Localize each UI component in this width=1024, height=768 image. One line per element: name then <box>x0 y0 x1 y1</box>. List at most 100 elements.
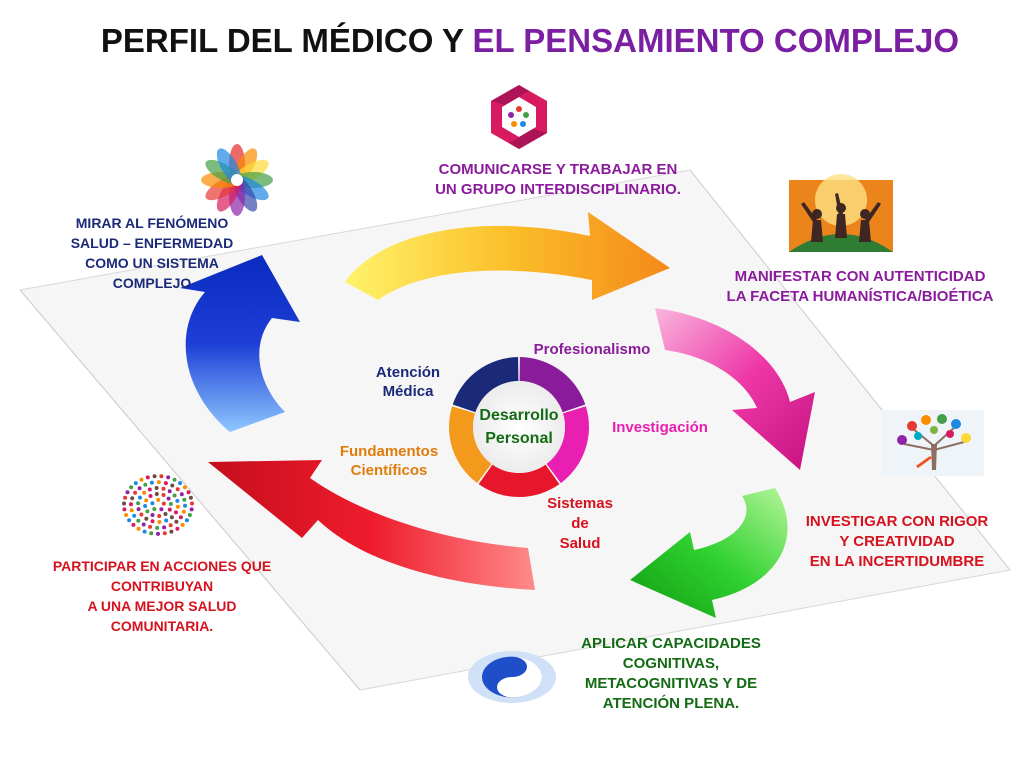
sphere-dot <box>161 501 166 506</box>
sphere-dot <box>152 507 157 511</box>
ring-segment <box>449 406 492 484</box>
development-ring <box>449 357 589 497</box>
sphere-dot <box>150 519 155 524</box>
sphere-dot <box>148 524 153 529</box>
sphere-dot <box>136 518 141 523</box>
sphere-dot <box>142 490 147 495</box>
sphere-dot <box>172 493 177 498</box>
sphere-dot <box>159 474 164 479</box>
idea-tree-icon <box>882 410 984 476</box>
sphere-dot <box>186 490 191 495</box>
sphere-dot <box>174 510 178 515</box>
sphere-dot <box>156 497 161 502</box>
sphere-dot <box>144 516 149 521</box>
sphere-dot <box>143 504 148 508</box>
sphere-dot <box>175 487 180 492</box>
sphere-dot <box>136 501 141 506</box>
sphere-dot <box>147 487 152 492</box>
orange-arrow <box>345 212 670 300</box>
sphere-dot <box>162 531 167 536</box>
yin-yang-icon <box>468 651 556 703</box>
sphere-dot <box>161 493 166 497</box>
ring-segment <box>478 464 560 497</box>
sphere-dot <box>125 490 130 495</box>
sphere-dot <box>167 489 172 494</box>
sphere-dot <box>138 495 142 500</box>
sphere-dot <box>169 529 174 534</box>
people-celebrating-image <box>789 174 893 252</box>
sphere-dot <box>166 496 171 501</box>
sphere-dot <box>159 507 164 512</box>
sphere-dot <box>166 475 171 480</box>
sphere-dot <box>175 498 180 503</box>
page-title: PERFIL DEL MÉDICO Y EL PENSAMIENTO COMPL… <box>0 22 1024 60</box>
sphere-dot <box>162 525 167 530</box>
sphere-dot <box>161 486 166 491</box>
sphere-dot <box>136 507 141 512</box>
sphere-dot <box>180 522 185 527</box>
sphere-dot <box>182 485 187 490</box>
sphere-dot <box>145 475 150 480</box>
sphere-dot <box>129 485 134 490</box>
sphere-dot <box>144 498 149 503</box>
ring-label-professionalism: Profesionalismo <box>533 341 651 358</box>
sphere-dot <box>182 497 187 502</box>
sphere-dot <box>150 501 155 506</box>
sphere-dot <box>131 522 136 527</box>
sphere-dot <box>130 496 135 501</box>
sphere-dot <box>137 486 142 491</box>
ring-segment <box>452 357 519 413</box>
sphere-dot <box>188 495 193 500</box>
sphere-dot <box>183 503 187 508</box>
sphere-dot <box>168 523 173 528</box>
ring-label-research: Investigación <box>612 419 708 436</box>
sphere-dot <box>152 474 157 479</box>
sphere-dot <box>133 481 138 486</box>
sphere-dot <box>141 522 146 527</box>
sphere-dot <box>189 507 194 512</box>
title-part-main: PERFIL DEL MÉDICO Y <box>100 22 464 59</box>
sphere-dot <box>181 509 186 514</box>
sphere-dot <box>184 518 189 523</box>
hexagon-team-logo <box>491 85 547 149</box>
sphere-dot <box>136 526 141 531</box>
sphere-dot <box>187 513 192 517</box>
sphere-dot <box>129 502 133 507</box>
sphere-dot <box>155 525 160 530</box>
sphere-dot <box>124 513 129 517</box>
sphere-dot <box>163 512 168 516</box>
sphere-dot <box>132 513 137 518</box>
sphere-dot <box>168 502 173 506</box>
sphere-dot <box>133 490 138 495</box>
red-arrow <box>208 460 535 590</box>
sphere-dot <box>122 501 126 506</box>
sphere-dot <box>122 507 127 512</box>
sphere-dot <box>178 515 183 520</box>
sphere-dot <box>154 486 159 490</box>
sphere-dot <box>170 483 175 488</box>
sphere-dot <box>148 494 153 498</box>
sphere-dot <box>163 481 168 486</box>
sphere-dot <box>142 529 147 534</box>
blue-arrow <box>180 255 300 432</box>
sphere-dot <box>127 518 132 523</box>
sphere-dot <box>164 518 169 523</box>
sphere-dot <box>156 531 160 536</box>
network-sphere-icon <box>122 474 194 536</box>
ring-hub <box>473 381 565 473</box>
sphere-dot <box>123 495 128 500</box>
sphere-dot <box>169 515 174 520</box>
sphere-dot <box>167 507 172 512</box>
sphere-dot <box>143 482 148 487</box>
ring-segment <box>519 357 586 413</box>
